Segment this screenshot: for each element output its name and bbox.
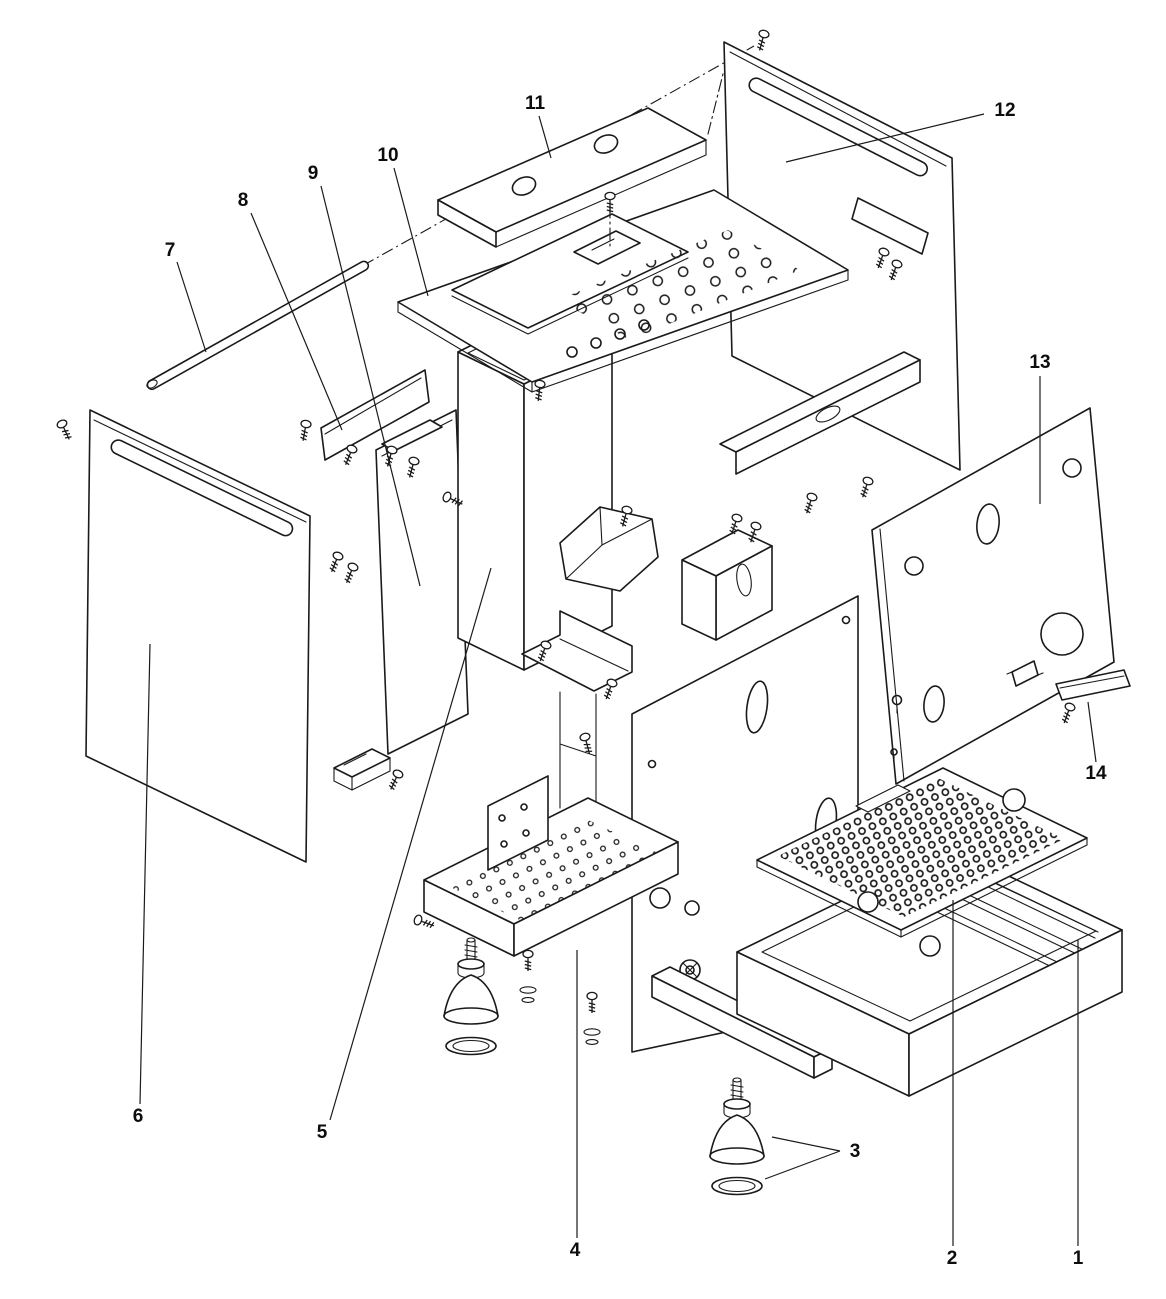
callout-9-leader	[320, 185, 421, 587]
callout-5-label: 5	[317, 1122, 328, 1143]
callout-3-label: 3	[850, 1141, 861, 1162]
callout-6-leader	[139, 643, 151, 1105]
part-corner-bracket	[681, 529, 773, 641]
callout-9-label: 9	[308, 163, 319, 184]
callout-2-label: 2	[947, 1248, 958, 1269]
part-feet	[443, 937, 765, 1196]
part-rear-bracket	[1055, 669, 1131, 701]
floor-bracket	[487, 775, 549, 871]
tray-grooves	[936, 865, 1099, 979]
o-ring	[445, 1036, 497, 1056]
part-top-panel	[397, 189, 849, 393]
fasteners	[55, 28, 1077, 1045]
grid-perforation	[778, 778, 1064, 917]
o-ring	[711, 1176, 763, 1196]
callout-7-leader	[176, 261, 207, 353]
part-top-lid	[437, 69, 725, 248]
foot-dome	[443, 974, 499, 1017]
callout-4-label: 4	[570, 1240, 581, 1261]
callout-7-label: 7	[165, 240, 176, 261]
callout-13-label: 13	[1029, 352, 1050, 373]
callout-8-label: 8	[238, 190, 249, 211]
panel-cutout	[851, 197, 929, 255]
callout-10-leader	[393, 167, 429, 297]
callout-11-label: 11	[525, 93, 546, 114]
callout-10-label: 10	[377, 145, 398, 166]
handle-slot	[748, 77, 928, 177]
support-bridge	[521, 610, 633, 692]
callout-12-leader	[785, 113, 985, 163]
washers	[519, 986, 601, 1045]
callout-6-label: 6	[133, 1106, 144, 1127]
callout-3-leader	[764, 1136, 841, 1180]
foot-front-left	[443, 937, 499, 1056]
part-inner-housing	[457, 307, 613, 671]
callout-14-label: 14	[1085, 763, 1107, 784]
callout-labels: 1 2 3 4 5 6 7 8 9 10 11 12 13 14	[133, 93, 1107, 1269]
vent-hole-grid	[558, 230, 800, 340]
callout-14-leader	[1087, 701, 1097, 763]
perforated-floor	[448, 818, 660, 922]
part-drip-tray-grid	[756, 767, 1088, 938]
part-back-panel	[871, 407, 1115, 785]
callout-leaders	[139, 113, 1097, 1246]
part-support-rod	[146, 260, 370, 391]
callout-1-label: 1	[1073, 1248, 1084, 1269]
part-left-side-panel	[85, 409, 391, 863]
callout-5-leader	[329, 567, 492, 1121]
callout-11-leader	[538, 115, 552, 159]
handle-slot	[110, 439, 294, 537]
part-deflector-bracket	[559, 506, 659, 592]
part-drip-tray	[736, 847, 1123, 1097]
foot-dome	[709, 1114, 765, 1157]
callout-12-label: 12	[994, 100, 1015, 121]
callout-8-leader	[250, 212, 343, 431]
opening-bracket	[573, 230, 641, 265]
part-upper-channel-bracket	[719, 351, 921, 475]
foot-front-right	[709, 1077, 765, 1196]
part-cover-plate	[320, 369, 430, 461]
